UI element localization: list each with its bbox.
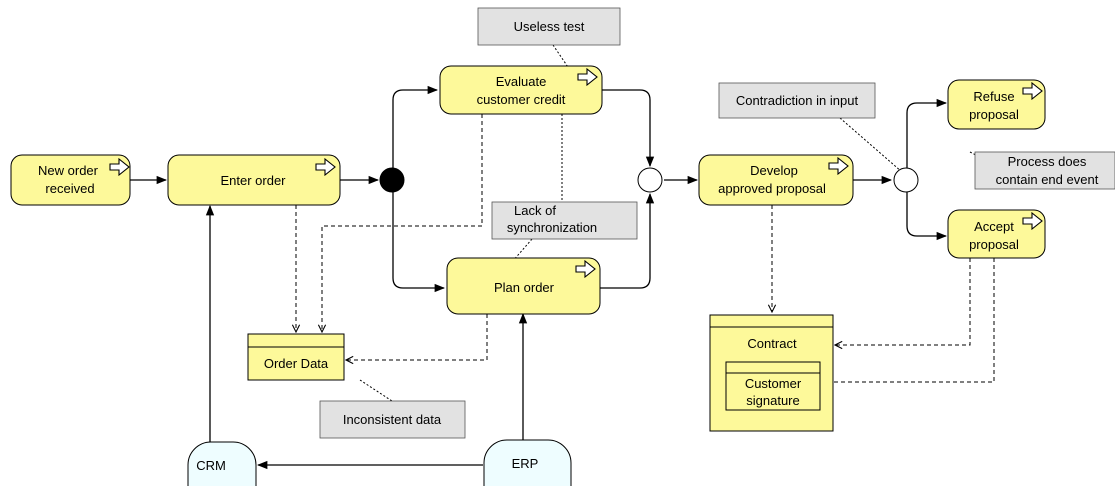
xor-split-gateway (893, 167, 919, 193)
flow-plan-to-join (600, 192, 655, 289)
note-link-contradiction (839, 117, 903, 173)
flow-split-to-plan (392, 190, 446, 293)
process-arrow-icon (575, 259, 596, 279)
note-contradiction-in-input: Contradiction in input (718, 82, 876, 119)
process-arrow-icon (1022, 81, 1043, 101)
system-crm[interactable]: CRM (187, 441, 257, 486)
data-object-order-data[interactable]: Order Data (247, 333, 345, 381)
control-flow (130, 85, 948, 470)
flow-split-to-evaluate (392, 85, 439, 170)
svg-text:CRM: CRM (196, 458, 226, 473)
data-flow (296, 114, 995, 382)
flow-evaluate-to-join (602, 89, 655, 168)
note-useless-test: Useless test (477, 7, 621, 46)
svg-text:Plan order: Plan order (494, 280, 555, 295)
node-enter-order[interactable]: Enter order (167, 154, 341, 206)
process-arrow-icon (315, 157, 336, 177)
flow-xor-to-accept (906, 190, 948, 241)
svg-text:Inconsistent data: Inconsistent data (343, 412, 442, 427)
join-gateway (637, 167, 663, 193)
node-plan-order[interactable]: Plan order (446, 257, 601, 315)
data-evaluate-to-order-data (322, 114, 483, 332)
flow-xor-to-refuse (906, 98, 948, 170)
system-erp[interactable]: ERP (483, 439, 572, 486)
process-arrow-icon (828, 156, 849, 176)
and-split-gateway (379, 167, 405, 193)
process-arrow-icon (109, 157, 130, 177)
note-inconsistent-data: Inconsistent data (319, 400, 466, 439)
svg-text:Order Data: Order Data (264, 356, 329, 371)
svg-text:ERP: ERP (512, 456, 539, 471)
data-accept-to-contract (835, 258, 971, 345)
svg-text:Useless test: Useless test (514, 19, 585, 34)
data-accept-to-signature (822, 258, 995, 382)
note-link-inconsistent-data (359, 379, 393, 402)
process-arrow-icon (577, 67, 598, 87)
svg-text:Contradiction in input: Contradiction in input (736, 93, 859, 108)
svg-text:Enter order: Enter order (220, 173, 286, 188)
process-arrow-icon (1022, 211, 1043, 231)
data-plan-to-order-data (346, 314, 488, 360)
svg-text:Contract: Contract (747, 336, 797, 351)
